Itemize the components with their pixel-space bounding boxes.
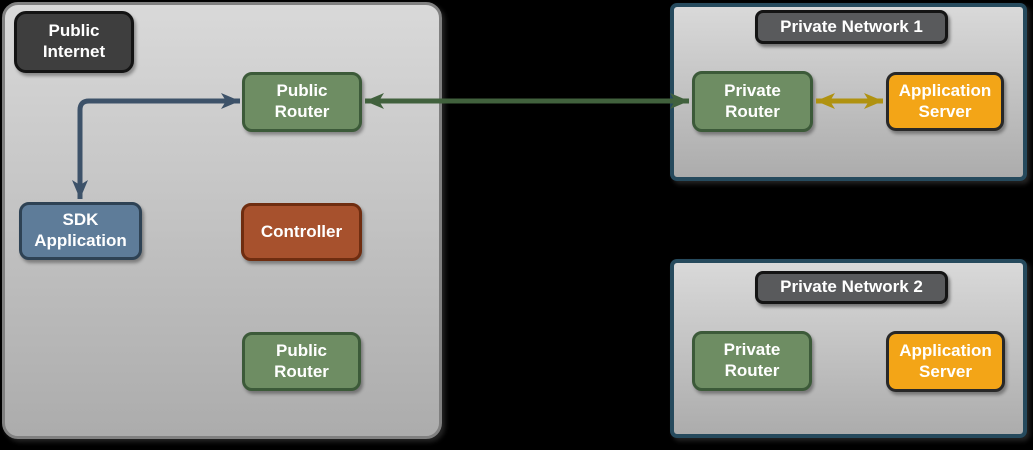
private-network-2-container: Private Network 2 Private Router Applica… <box>670 259 1027 438</box>
private-network-2-title: Private Network 2 <box>755 271 948 304</box>
public-internet-container: Public Internet Public Router SDK Applic… <box>2 2 442 439</box>
application-server-1-node: Application Server <box>886 72 1004 131</box>
private-router-2-node: Private Router <box>692 331 812 391</box>
private-network-1-title: Private Network 1 <box>755 10 948 44</box>
application-server-2-node: Application Server <box>886 331 1005 392</box>
controller-node: Controller <box>241 203 362 261</box>
public-router-bottom-node: Public Router <box>242 332 361 391</box>
private-router-1-node: Private Router <box>692 71 813 132</box>
private-network-1-container: Private Network 1 Private Router Applica… <box>670 3 1027 181</box>
public-router-top-node: Public Router <box>242 72 362 132</box>
public-internet-node: Public Internet <box>14 11 134 73</box>
sdk-application-node: SDK Application <box>19 202 142 260</box>
